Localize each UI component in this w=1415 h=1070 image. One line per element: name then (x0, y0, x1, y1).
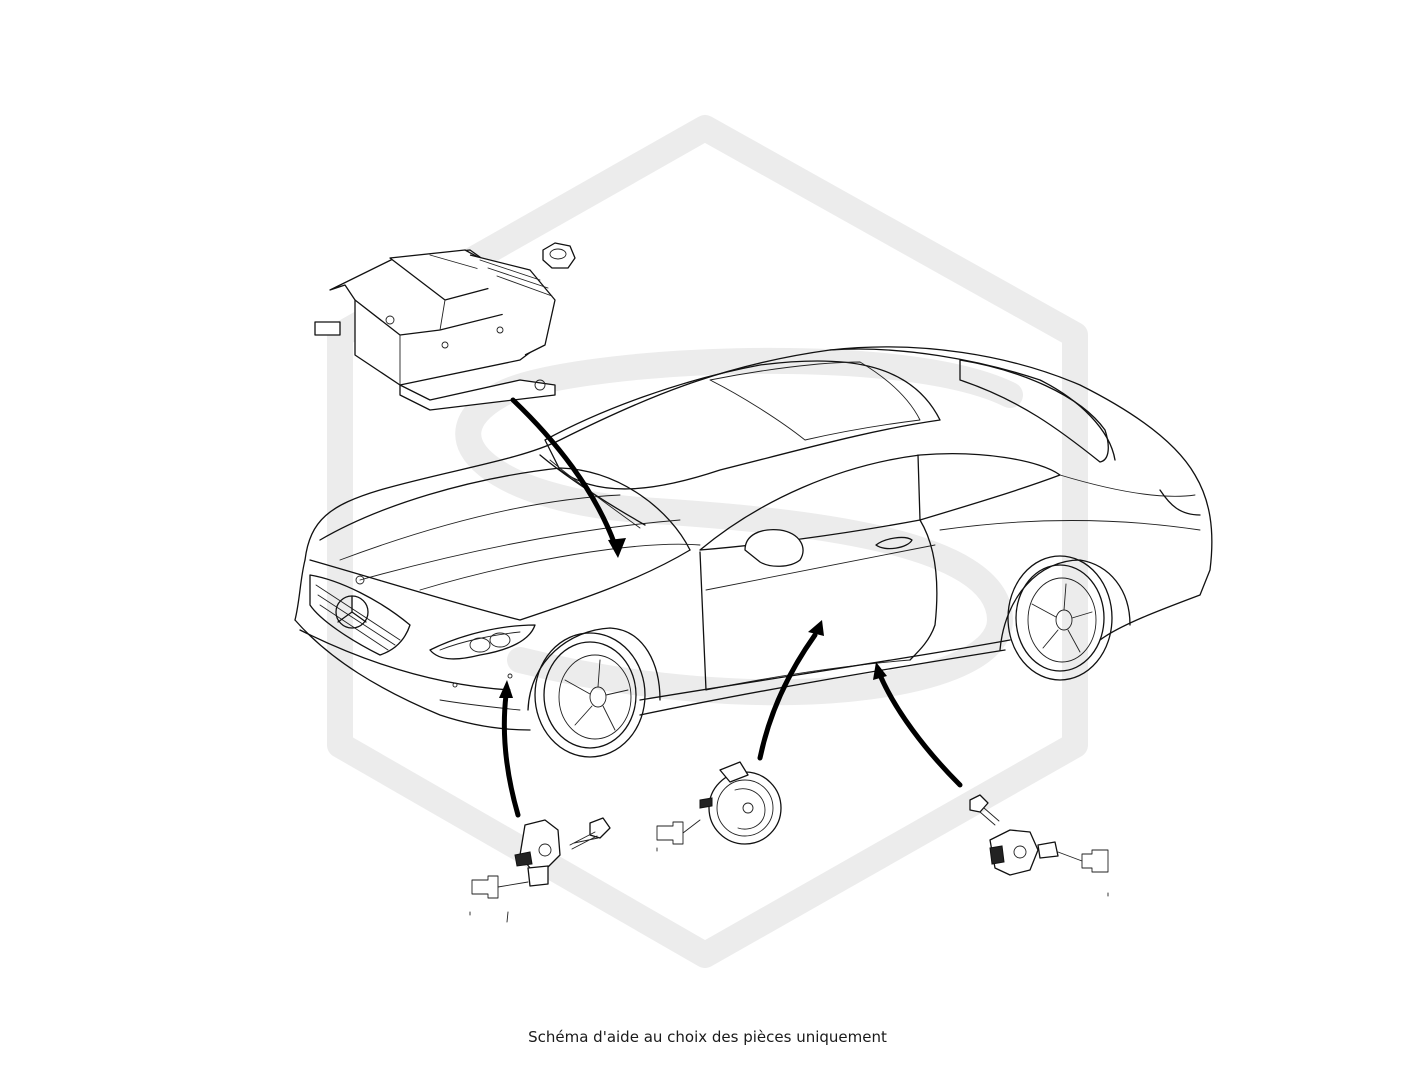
arrow-front-sensor (499, 680, 521, 818)
connector-symbol-clockspring (656, 819, 701, 852)
hex-nut (542, 242, 576, 269)
airbag-control-unit (314, 249, 556, 411)
crash-sensor-front (514, 819, 561, 887)
arrow-control-unit (510, 397, 626, 558)
diagram-caption: Schéma d'aide au choix des pièces unique… (528, 1028, 887, 1046)
arrow-side-sensor (873, 662, 963, 788)
crash-sensor-side (989, 829, 1059, 876)
rear-wheel (1007, 555, 1113, 681)
front-wheel (534, 632, 646, 758)
connector-symbol-front (469, 875, 529, 923)
clock-spring (699, 761, 782, 845)
bolt-side (969, 794, 1000, 826)
bolt-front (569, 817, 611, 850)
connector-symbol-side (1057, 849, 1109, 897)
car-illustration (294, 346, 1213, 758)
arrow-clock-spring (757, 620, 824, 761)
